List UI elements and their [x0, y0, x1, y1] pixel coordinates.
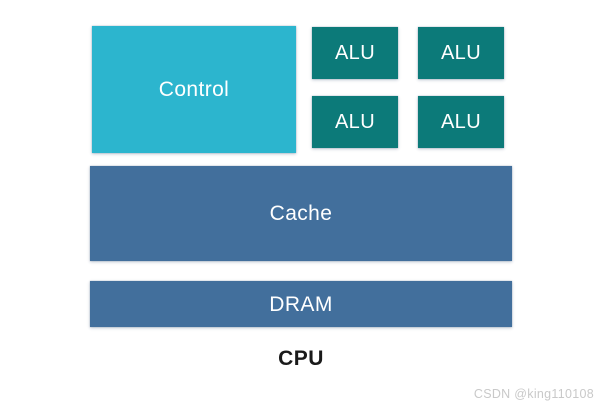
- dram-block: DRAM: [90, 281, 512, 327]
- alu-block-2-label: ALU: [440, 42, 482, 64]
- alu-block-4-label: ALU: [440, 111, 482, 133]
- cpu-caption: CPU: [278, 347, 324, 370]
- alu-block-4: ALU: [418, 96, 504, 148]
- control-unit-label: Control: [158, 78, 230, 101]
- alu-block-3-label: ALU: [334, 111, 376, 133]
- alu-block-3: ALU: [312, 96, 398, 148]
- alu-block-2: ALU: [418, 27, 504, 79]
- alu-block-1-label: ALU: [334, 42, 376, 64]
- cache-block-label: Cache: [269, 202, 333, 225]
- cache-block: Cache: [90, 166, 512, 261]
- alu-block-1: ALU: [312, 27, 398, 79]
- control-unit-block: Control: [92, 26, 296, 153]
- watermark-text: CSDN @king110108: [473, 387, 594, 401]
- dram-block-label: DRAM: [269, 292, 333, 316]
